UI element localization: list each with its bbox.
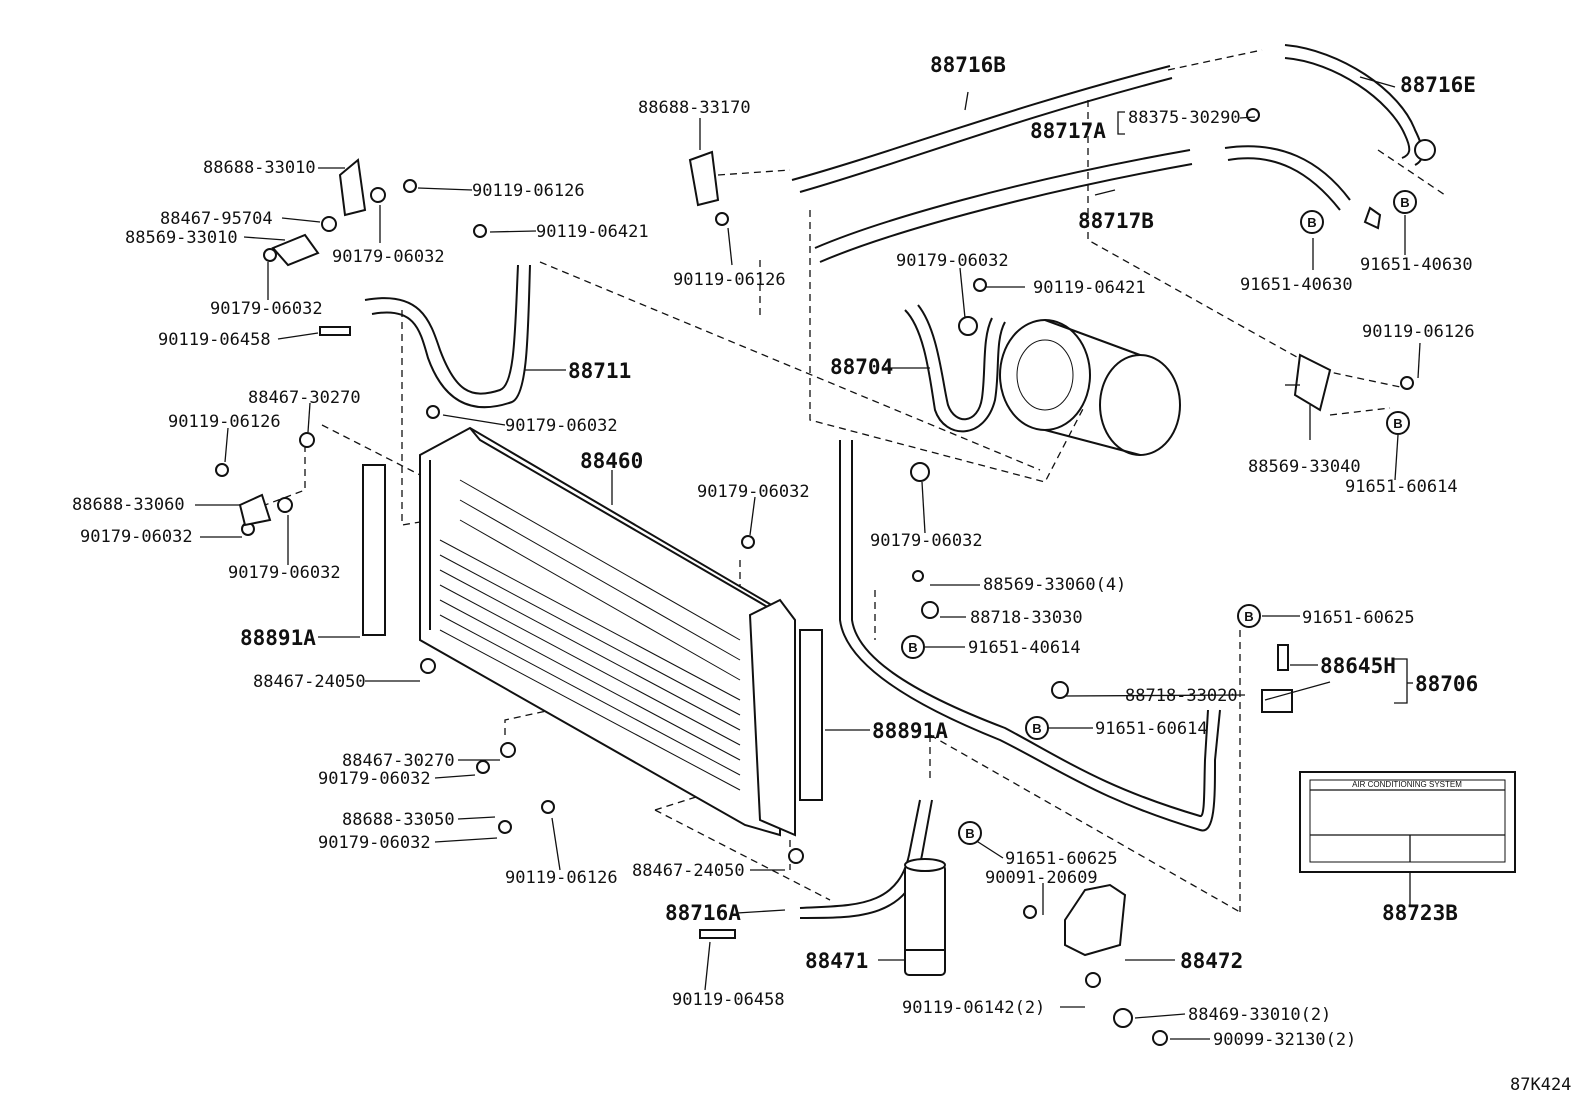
label-88688-33010: 88688-33010 (203, 158, 316, 178)
b-mark-icon: B (1237, 604, 1261, 628)
label-88711: 88711 (568, 359, 631, 383)
air-guide-right-88891A (799, 629, 823, 801)
b-mark-icon: B (1025, 716, 1049, 740)
label-88467-24050-bottom: 88467-24050 (632, 861, 745, 881)
label-88891A-left: 88891A (240, 626, 316, 650)
assembly-dashed-lines (264, 49, 1446, 913)
svg-text:B: B (1244, 609, 1253, 624)
b-mark-icon: B (1300, 210, 1324, 234)
label-90179-06032-comp: 90179-06032 (896, 251, 1009, 271)
label-91651-60625-bottom: 91651-60625 (1005, 849, 1118, 869)
label-90179-06032-cond-top: 90179-06032 (505, 416, 618, 436)
svg-text:B: B (1400, 195, 1409, 210)
svg-text:B: B (965, 826, 974, 841)
diagram-code: 87K424 (1510, 1075, 1571, 1095)
label-90119-06421-left: 90119-06421 (536, 222, 649, 242)
label-90179-06032-far-left: 90179-06032 (80, 527, 193, 547)
small-fasteners (215, 108, 1436, 1046)
label-88717A: 88717A (1030, 119, 1106, 143)
label-91651-40630-left: 91651-40630 (1240, 275, 1353, 295)
label-90091-20609: 90091-20609 (985, 868, 1098, 888)
label-88645H: 88645H (1320, 654, 1396, 678)
b-mark-icon: B (901, 635, 925, 659)
label-88891A-right: 88891A (872, 719, 948, 743)
label-90179-06032-pipe: 90179-06032 (870, 531, 983, 551)
label-91651-40614: 91651-40614 (968, 638, 1081, 658)
label-88569-33010: 88569-33010 (125, 228, 238, 248)
condenser-88460 (419, 426, 796, 837)
label-91651-40630-right: 91651-40630 (1360, 255, 1473, 275)
label-88375-30290: 88375-30290 (1128, 108, 1241, 128)
svg-text:B: B (1032, 721, 1041, 736)
label-90179-06032-top: 90179-06032 (332, 247, 445, 267)
label-90179-06032-bottom-a: 90179-06032 (318, 769, 431, 789)
label-88688-33060: 88688-33060 (72, 495, 185, 515)
label-90179-06032-bottom-b: 90179-06032 (318, 833, 431, 853)
b-mark-icon: B (958, 821, 982, 845)
leader-lines (195, 76, 1421, 1040)
svg-text:B: B (1393, 416, 1402, 431)
label-91651-60614-bottom: 91651-60614 (1095, 719, 1208, 739)
label-88471: 88471 (805, 949, 868, 973)
label-90119-06126-bottom: 90119-06126 (505, 868, 618, 888)
label-90099-32130: 90099-32130(2) (1213, 1030, 1356, 1050)
b-marks: B B B B B B B (901, 190, 1417, 845)
label-88716E: 88716E (1400, 73, 1476, 97)
label-88569-33060: 88569-33060(4) (983, 575, 1126, 595)
label-91651-60614-top: 91651-60614 (1345, 477, 1458, 497)
label-88467-24050-left: 88467-24050 (253, 672, 366, 692)
label-90119-06126-mid: 90119-06126 (673, 270, 786, 290)
b-mark-icon: B (1393, 190, 1417, 214)
label-90119-06142: 90119-06142(2) (902, 998, 1045, 1018)
label-88723B: 88723B (1382, 901, 1458, 925)
label-88467-30270-bottom: 88467-30270 (342, 751, 455, 771)
label-88717B: 88717B (1078, 209, 1154, 233)
label-90119-06126-top: 90119-06126 (472, 181, 585, 201)
label-90119-06458-top: 90119-06458 (158, 330, 271, 350)
label-88716B: 88716B (930, 53, 1006, 77)
label-88467-30270-top: 88467-30270 (248, 388, 361, 408)
label-plate-88723B: AIR CONDITIONING SYSTEM (1299, 771, 1516, 873)
label-88467-95704: 88467-95704 (160, 209, 273, 229)
label-88460: 88460 (580, 449, 643, 473)
label-plate-caption: AIR CONDITIONING SYSTEM (1352, 780, 1462, 789)
label-90119-06458-bottom: 90119-06458 (672, 990, 785, 1010)
label-88569-33040: 88569-33040 (1248, 457, 1361, 477)
label-88718-33030: 88718-33030 (970, 608, 1083, 628)
b-mark-icon: B (1386, 411, 1410, 435)
label-88469-33010: 88469-33010(2) (1188, 1005, 1331, 1025)
svg-text:B: B (1307, 215, 1316, 230)
svg-text:B: B (908, 640, 917, 655)
compressor (999, 319, 1181, 456)
receiver-88471 (904, 858, 946, 976)
label-90119-06126-left: 90119-06126 (168, 412, 281, 432)
air-guide-left-88891A (362, 464, 386, 636)
label-88716A: 88716A (665, 901, 741, 925)
label-88472: 88472 (1180, 949, 1243, 973)
pipes (364, 44, 1424, 920)
label-90119-06126-right: 90119-06126 (1362, 322, 1475, 342)
label-88688-33050: 88688-33050 (342, 810, 455, 830)
label-88688-33170: 88688-33170 (638, 98, 751, 118)
label-90179-06032-cond-mid: 90179-06032 (697, 482, 810, 502)
label-90119-06421-right: 90119-06421 (1033, 278, 1146, 298)
label-88718-33020: 88718-33020 (1125, 686, 1238, 706)
part-labels: 88716B 88716E 88717A 88375-30290 88717B … (72, 53, 1571, 1095)
bracket-88472 (1064, 883, 1127, 957)
label-91651-60625-top: 91651-60625 (1302, 608, 1415, 628)
label-90179-06032-left: 90179-06032 (210, 299, 323, 319)
label-88706: 88706 (1415, 672, 1478, 696)
label-90179-06032-bracket: 90179-06032 (228, 563, 341, 583)
label-88704: 88704 (830, 355, 893, 379)
